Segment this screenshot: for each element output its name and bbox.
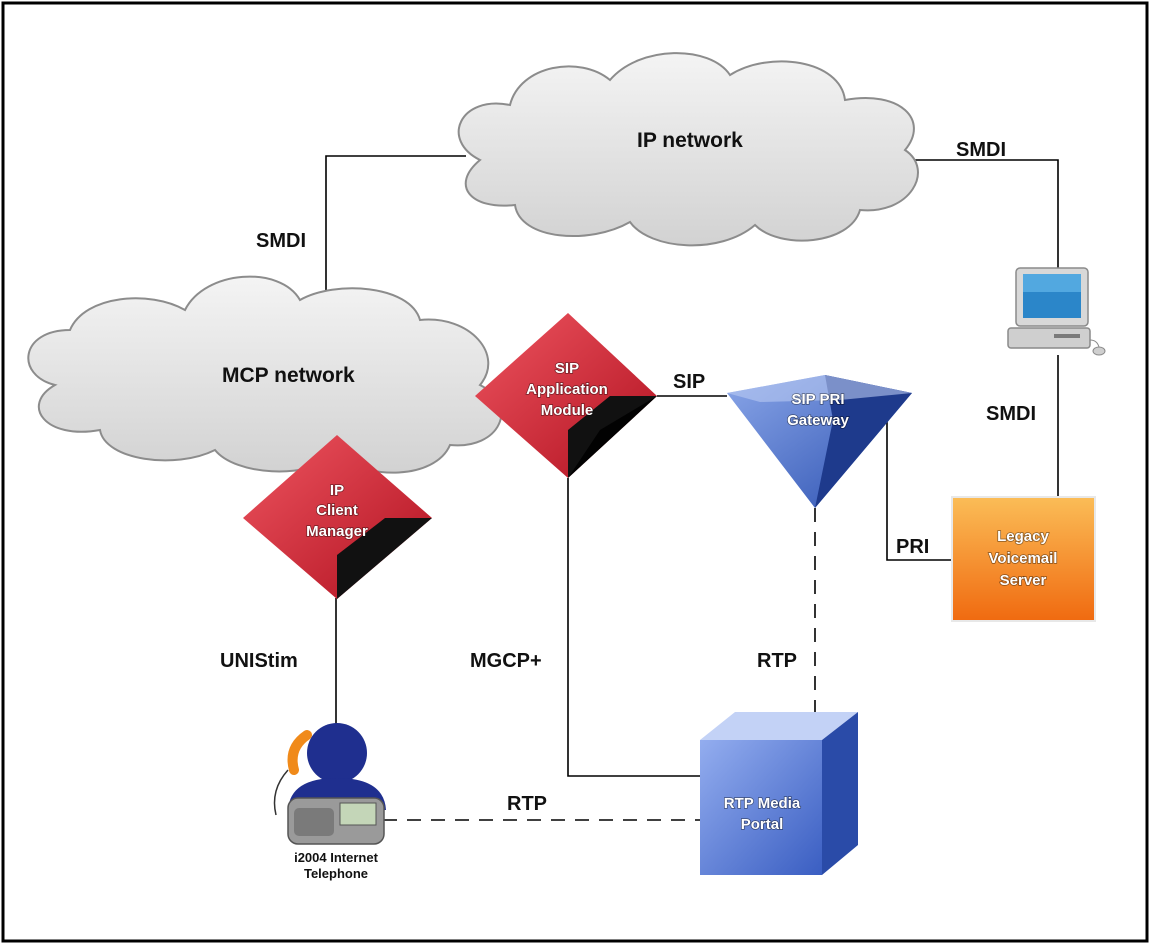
mcp-network-label: MCP network	[222, 364, 355, 387]
sip-pri-gateway[interactable]: SIP PRI Gateway	[727, 375, 912, 508]
smdi-label-right: SMDI	[986, 403, 1036, 425]
rtp-gateway-label: RTP	[757, 650, 797, 672]
rtp-media-portal-label-1: RTP Media	[724, 795, 801, 812]
sip-app-module-label-3: Module	[541, 402, 594, 419]
smdi-label-top-right: SMDI	[956, 139, 1006, 161]
pri-link	[886, 420, 952, 561]
i2004-telephone-icon[interactable]: i2004 Internet Telephone	[273, 723, 387, 881]
legacy-voicemail-label-3: Server	[1000, 572, 1047, 589]
smdi-label-left: SMDI	[256, 230, 306, 252]
sip-pri-gateway-label-2: Gateway	[787, 412, 849, 429]
mgcp-label: MGCP+	[470, 650, 542, 672]
rtp-phone-label: RTP	[507, 793, 547, 815]
phone-caption-2: Telephone	[304, 866, 368, 881]
computer-icon[interactable]	[1007, 267, 1106, 356]
smdi-mcp-ip-link	[325, 155, 466, 310]
phone-caption-1: i2004 Internet	[294, 850, 378, 865]
ip-network-cloud[interactable]: IP network	[457, 52, 919, 247]
sip-pri-gateway-label-1: SIP PRI	[791, 391, 844, 408]
sip-application-module[interactable]: SIP Application Module	[475, 313, 657, 478]
mcp-network-cloud[interactable]: MCP network	[27, 275, 503, 474]
unistim-label: UNIStim	[220, 650, 298, 672]
sip-label: SIP	[673, 371, 705, 393]
smdi-ip-server-link	[915, 159, 1059, 268]
rtp-media-portal[interactable]: RTP Media Portal	[700, 712, 858, 875]
mgcp-link	[567, 478, 700, 777]
legacy-voicemail-label-1: Legacy	[997, 528, 1049, 545]
ip-client-manager[interactable]: IP Client Manager	[243, 435, 432, 599]
legacy-voicemail-label-2: Voicemail	[989, 550, 1058, 567]
sip-app-module-label-2: Application	[526, 381, 608, 398]
pri-label: PRI	[896, 536, 929, 558]
rtp-media-portal-label-2: Portal	[741, 816, 784, 833]
ip-client-manager-label-1: IP	[330, 482, 344, 499]
ip-client-manager-label-3: Manager	[306, 523, 368, 540]
sip-app-module-label-1: SIP	[555, 360, 579, 377]
legacy-voicemail-server[interactable]: Legacy Voicemail Server	[951, 496, 1096, 622]
ip-network-label: IP network	[637, 129, 743, 152]
ip-client-manager-label-2: Client	[316, 502, 358, 519]
